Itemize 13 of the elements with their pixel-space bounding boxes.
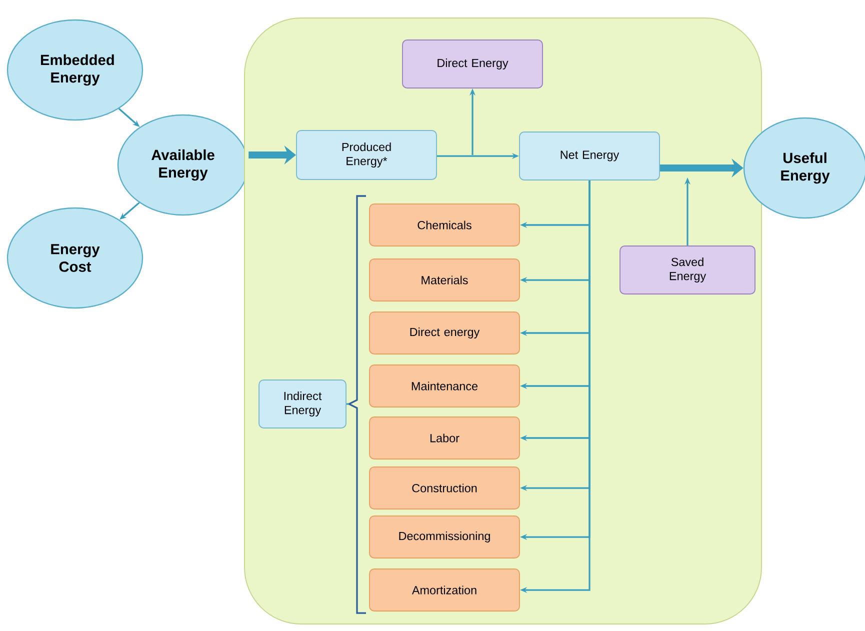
energy-box: Indirect Energy xyxy=(258,380,346,428)
indirect-input-box: Direct energy xyxy=(369,312,520,354)
energy-box: Direct Energy xyxy=(402,40,543,88)
indirect-input-box: Labor xyxy=(369,416,520,460)
indirect-input-box: Amortization xyxy=(369,568,520,612)
energy-box: Net Energy xyxy=(519,132,660,180)
energy-box: Saved Energy xyxy=(620,246,756,294)
indirect-input-box: Decommissioning xyxy=(369,516,520,558)
indirect-input-box: Materials xyxy=(369,258,520,302)
energy-box: Produced Energy* xyxy=(296,130,437,180)
indirect-input-box: Chemicals xyxy=(369,204,520,246)
indirect-input-box: Construction xyxy=(369,466,520,510)
indirect-input-box: Maintenance xyxy=(369,364,520,408)
